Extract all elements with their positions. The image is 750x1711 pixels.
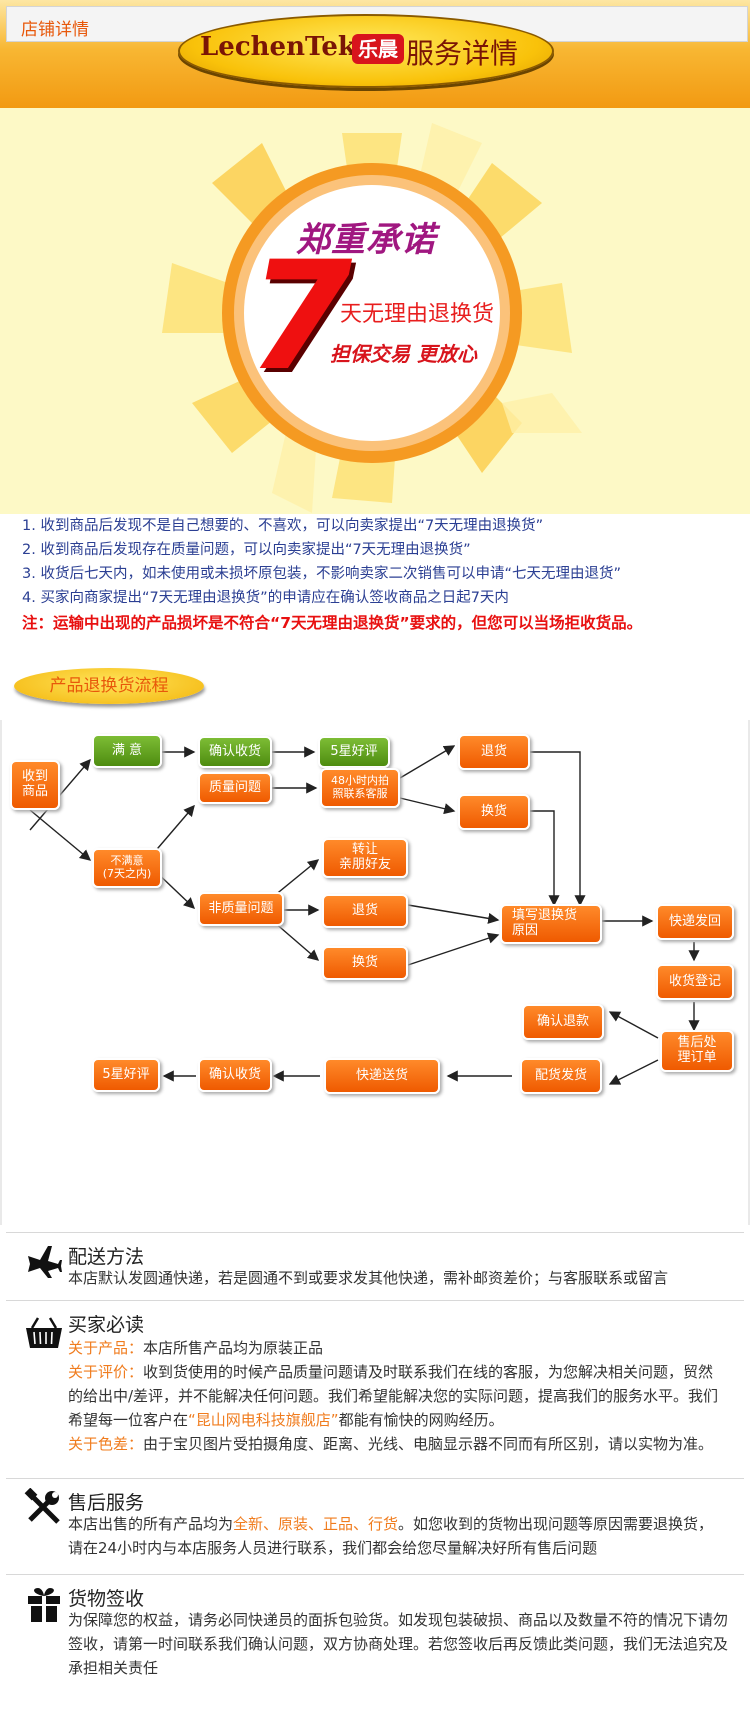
divider (6, 1478, 744, 1479)
flow-node-ship: 配货发货 (520, 1058, 602, 1094)
flow-node-aftersale-order: 售后处 理订单 (660, 1030, 734, 1072)
flow-node-satisfied: 满 意 (92, 734, 162, 768)
aftersale-title: 售后服务 (68, 1492, 145, 1514)
flow-node-express-back: 快递发回 (656, 904, 734, 940)
sunburst-graphic (162, 123, 582, 513)
airplane-icon (28, 1246, 62, 1278)
signing-body: 为保障您的权益，请务必同快递员的面拆包验货。如发现包装破损、商品以及数量不符的情… (68, 1611, 729, 1677)
flow-node-confirm-refund: 确认退款 (522, 1004, 604, 1040)
aftersale-section: 售后服务 本店出售的所有产品均为全新、原装、正品、行货。如您收到的货物出现问题等… (20, 1484, 742, 1570)
flow-node-confirm-receipt: 确认收货 (198, 736, 272, 768)
aftersale-body: 本店出售的所有产品均为全新、原装、正品、行货。如您收到的货物出现问题等原因需要退… (68, 1512, 728, 1560)
flow-node-return-1: 退货 (458, 734, 530, 770)
buyer-body: 关于产品：本店所售产品均为原装正品 关于评价：收到货使用的时候产品质量问题请及时… (68, 1336, 728, 1456)
flow-node-fill-reason: 填写退换货 原因 (500, 904, 602, 944)
delivery-title: 配送方法 (68, 1246, 145, 1268)
signing-section: 货物签收 为保障您的权益，请务必同快递员的面拆包验货。如发现包装破损、商品以及数… (20, 1580, 742, 1698)
buyer-color-line: 关于色差：由于宝贝图片受拍摄角度、距离、光线、电脑显示器不同而有所区别，请以实物… (68, 1432, 728, 1456)
aftersale-text-1: 本店出售的所有产品均为 (68, 1515, 234, 1533)
flow-node-five-star-2: 5星好评 (92, 1058, 160, 1092)
rule-item: 1. 收到商品后发现不是自己想要的、不喜欢，可以向卖家提出“7天无理由退换货” (22, 518, 544, 534)
guarantee-text: 担保交易 更放心 (330, 342, 477, 366)
review-text-1: 收到货使用的时候产品质量问题请及时联系我们在线的客服，为您解决相关问题，贸然的给… (68, 1363, 719, 1429)
signing-title: 货物签收 (68, 1588, 145, 1610)
flow-node-photo-48h: 48小时内拍 照联系客服 (320, 768, 400, 808)
color-text: 由于宝贝图片受拍摄角度、距离、光线、电脑显示器不同而有所区别，请以实物为准。 (143, 1435, 714, 1453)
brand-banner (178, 14, 554, 88)
review-text-2: 都能有愉快的网购经历。 (338, 1411, 504, 1429)
tools-icon (24, 1488, 60, 1524)
seven-days-text: 天无理由退换货 (340, 302, 495, 327)
flow-node-return-2: 退货 (322, 894, 408, 928)
buyer-section: 买家必读 关于产品：本店所售产品均为原装正品 关于评价：收到货使用的时候产品质量… (20, 1306, 742, 1472)
promise-banner (0, 108, 750, 514)
flow-node-non-quality: 非质量问题 (198, 892, 284, 926)
product-text: 本店所售产品均为原装正品 (143, 1339, 324, 1357)
store-tab-label: 店铺详情 (21, 20, 89, 40)
flow-node-five-star: 5星好评 (318, 736, 390, 768)
flow-title: 产品退换货流程 (14, 668, 204, 704)
rule-item: 4. 买家向商家提出“7天无理由退换货”的申请应在确认签收商品之日起7天内 (22, 590, 509, 606)
service-header: 店铺详情 LechenTek® 乐晨 服务详情 (0, 0, 750, 108)
flow-node-express-send: 快递送货 (324, 1058, 440, 1094)
brand-logo: LechenTek® (200, 32, 366, 62)
flow-node-quality-issue: 质量问题 (198, 772, 272, 804)
flow-node-exchange-2: 换货 (322, 946, 408, 980)
store-name-link[interactable]: “昆山网电科技旗舰店” (188, 1411, 339, 1429)
brand-badge: 乐晨 (352, 34, 404, 64)
basket-icon (26, 1317, 62, 1348)
promise-title: 郑重承诺 (296, 220, 436, 260)
flow-node-confirm-receipt-2: 确认收货 (198, 1058, 272, 1092)
buyer-review-line: 关于评价：收到货使用的时候产品质量问题请及时联系我们在线的客服，为您解决相关问题… (68, 1360, 728, 1432)
review-label: 关于评价： (68, 1363, 144, 1381)
buyer-product-line: 关于产品：本店所售产品均为原装正品 (68, 1336, 728, 1360)
return-flowchart: 收到 商品 满 意 确认收货 5星好评 质量问题 48小时内拍 照联系客服 退货… (0, 720, 750, 1225)
flow-node-receive: 收到 商品 (10, 760, 60, 810)
service-title: 服务详情 (406, 37, 519, 70)
rule-item: 3. 收货后七天内，如未使用或未损坏原包装，不影响卖家二次销售可以申请“七天无理… (22, 566, 621, 582)
rule-item: 2. 收到商品后发现存在质量问题，可以向卖家提出“7天无理由退换货” (22, 542, 471, 558)
buyer-title: 买家必读 (68, 1314, 145, 1336)
flow-node-unsatisfied: 不满意 (7天之内) (92, 848, 162, 888)
seven-days-number: 7 (248, 230, 353, 404)
rule-note: 注：运输中出现的产品损坏是不符合“7天无理由退换货”要求的，但您可以当场拒收货品… (22, 614, 643, 632)
delivery-section: 配送方法 本店默认发圆通快递，若是圆通不到或要求发其他快递，需补邮资差价；与客服… (20, 1238, 742, 1298)
flow-node-transfer: 转让 亲朋好友 (322, 838, 408, 878)
product-label: 关于产品： (68, 1339, 144, 1357)
divider (6, 1232, 744, 1233)
divider (6, 1574, 744, 1575)
aftersale-text-2: 。如您收到的货物出现问题等原因需要退换货，请在24小时内与本店服务人员进行联系，… (68, 1515, 714, 1557)
return-rules: 1. 收到商品后发现不是自己想要的、不喜欢，可以向卖家提出“7天无理由退换货” … (22, 514, 750, 636)
delivery-body: 本店默认发圆通快递，若是圆通不到或要求发其他快递，需补邮资差价；与客服联系或留言 (68, 1269, 669, 1287)
aftersale-highlight: 全新、原装、正品、行货 (233, 1515, 399, 1533)
gift-icon (28, 1588, 60, 1622)
flow-arrows (29, 745, 700, 1085)
flow-node-receipt-register: 收货登记 (656, 964, 734, 1000)
flow-node-exchange-1: 换货 (458, 794, 530, 830)
divider (6, 1300, 744, 1301)
color-label: 关于色差： (68, 1435, 144, 1453)
